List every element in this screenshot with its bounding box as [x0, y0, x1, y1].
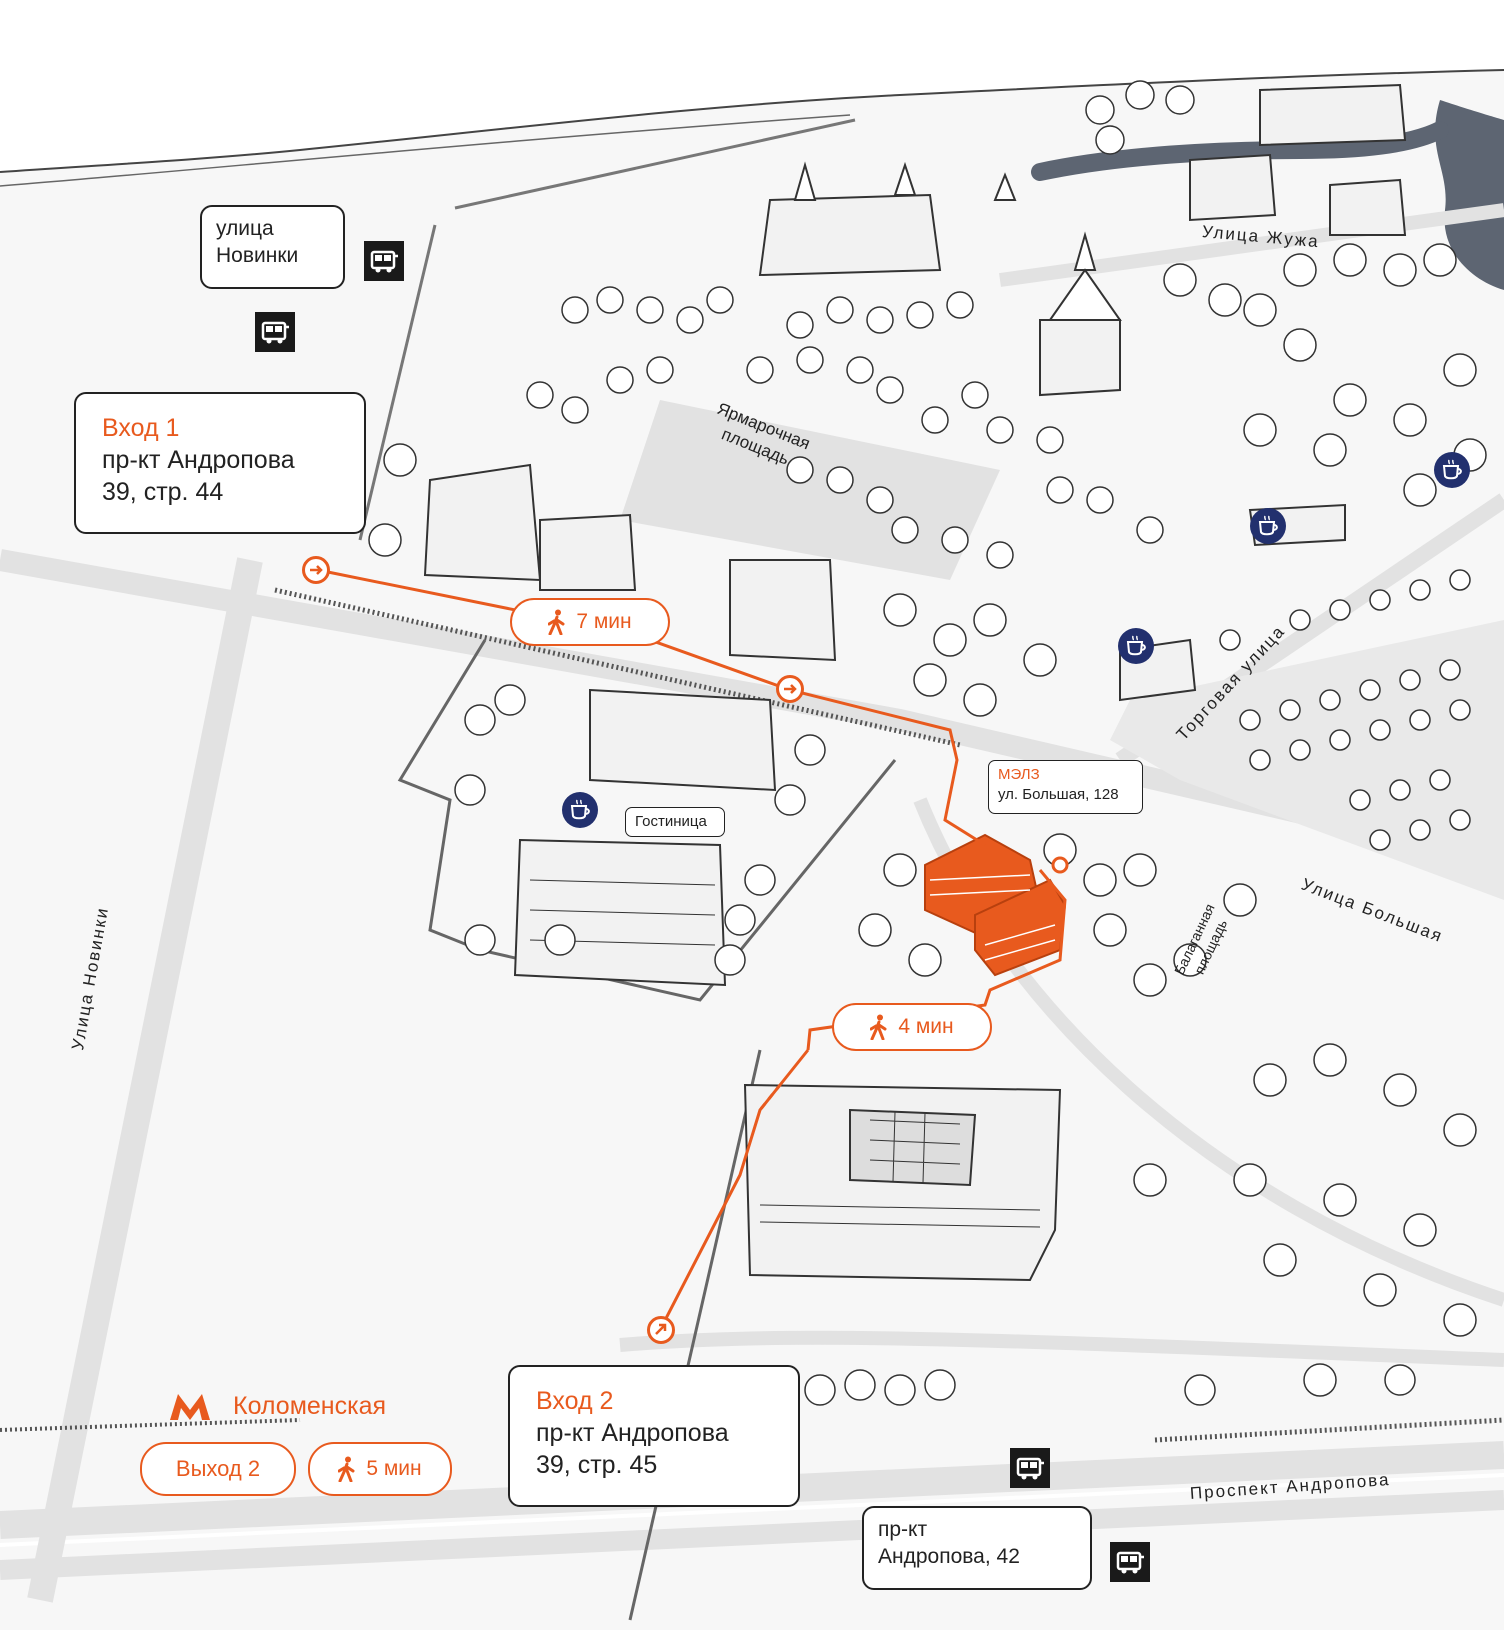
entrance-2-arrow-icon[interactable]: [647, 1316, 675, 1344]
bus-stop-novinki-callout: улица Новинки: [200, 205, 345, 289]
walk-time-route1: 7 мин: [510, 598, 670, 646]
walk-time-route1-label: 7 мин: [576, 610, 632, 633]
walk-time-metro: 5 мин: [308, 1442, 452, 1496]
museum-address: ул. Большая, 128: [998, 786, 1119, 803]
museum-callout: МЭЛЗ ул. Большая, 128: [988, 760, 1143, 814]
route-direction-arrow-icon: [776, 675, 804, 703]
metro-icon: [168, 1392, 212, 1422]
metro-exit-label: Выход 2: [175, 1456, 261, 1481]
bus-stop-andropova-line2: Андропова, 42: [878, 1545, 1020, 1568]
walk-icon: [870, 1014, 887, 1040]
entrance-2-callout: Вход 2 пр-кт Андропова 39, стр. 45: [508, 1365, 800, 1507]
walk-time-route2: 4 мин: [832, 1003, 992, 1051]
bus-stop-andropova-line1: пр-кт: [878, 1518, 928, 1541]
entrance-1-title: Вход 1: [102, 414, 180, 442]
metro-exit-pill: Выход 2: [140, 1442, 296, 1496]
bus-stop-icon[interactable]: [1110, 1542, 1150, 1582]
hotel-label: Гостиница: [625, 807, 725, 837]
walk-icon: [548, 609, 565, 635]
cafe-icon[interactable]: [1434, 452, 1470, 488]
bus-stop-icon[interactable]: [364, 241, 404, 281]
bus-stop-novinki-line1: улица: [216, 217, 274, 240]
entrance-2-title: Вход 2: [536, 1387, 614, 1415]
museum-name: МЭЛЗ: [998, 766, 1040, 783]
walk-icon: [338, 1456, 355, 1482]
entrance-1-arrow-icon[interactable]: [302, 556, 330, 584]
walk-time-metro-label: 5 мин: [366, 1457, 422, 1480]
entrance-1-address-line1: пр-кт Андропова: [102, 446, 295, 474]
metro-station: Коломенская: [233, 1392, 387, 1420]
cafe-icon[interactable]: [1118, 628, 1154, 664]
bus-stop-andropova-callout: пр-кт Андропова, 42: [862, 1506, 1092, 1590]
bus-stop-novinki-line2: Новинки: [216, 244, 299, 267]
entrance-1-address-line2: 39, стр. 44: [102, 478, 224, 506]
hotel-name: Гостиница: [635, 813, 707, 830]
cafe-icon[interactable]: [562, 792, 598, 828]
entrance-2-address-line1: пр-кт Андропова: [536, 1419, 729, 1447]
cafe-icon[interactable]: [1250, 508, 1286, 544]
bus-stop-icon[interactable]: [1010, 1448, 1050, 1488]
walk-time-route2-label: 4 мин: [898, 1015, 954, 1038]
entrance-1-callout: Вход 1 пр-кт Андропова 39, стр. 44: [74, 392, 366, 534]
bus-stop-icon[interactable]: [255, 312, 295, 352]
entrance-2-address-line2: 39, стр. 45: [536, 1451, 658, 1479]
museum-building: [924, 833, 1067, 977]
